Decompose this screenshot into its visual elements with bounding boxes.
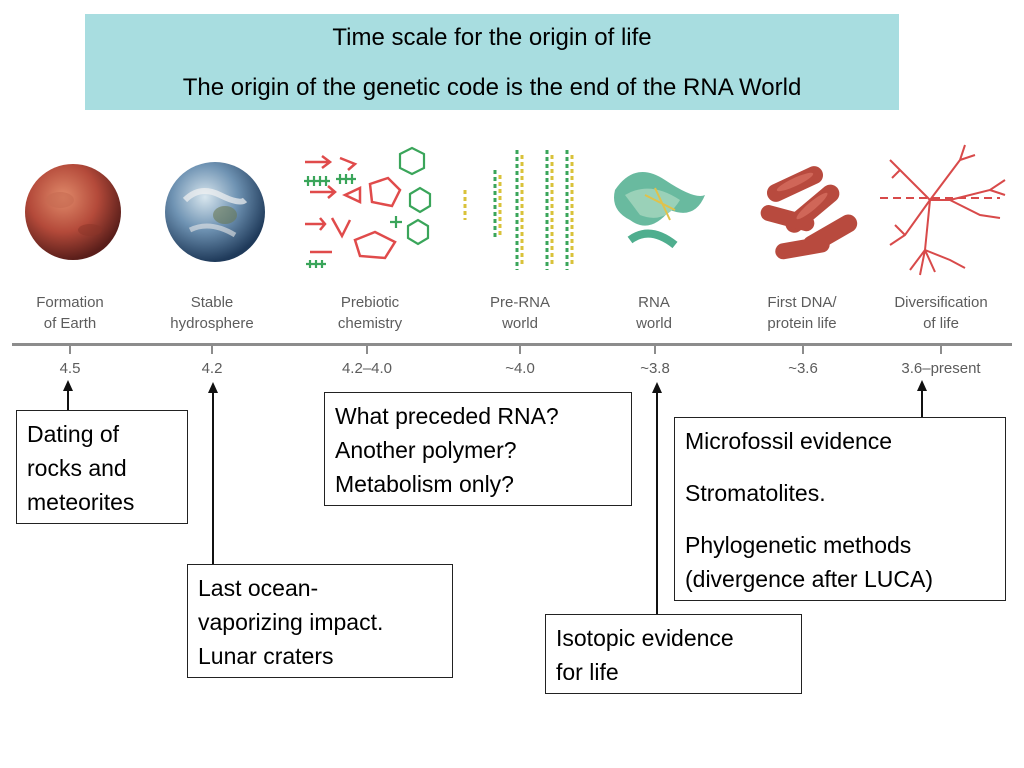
note-preceded: What preceded RNA? Another polymer? Meta… bbox=[324, 392, 632, 506]
title-banner: Time scale for the origin of life The or… bbox=[85, 14, 899, 110]
age-label: ~3.6 bbox=[788, 360, 818, 377]
rna-ribbon-icon bbox=[595, 140, 725, 280]
phylogenetic-tree-icon bbox=[880, 140, 1010, 280]
age-label: 4.2 bbox=[201, 360, 223, 377]
timeline-tick bbox=[211, 346, 213, 354]
connector-line bbox=[921, 383, 923, 417]
timeline-tick bbox=[802, 346, 804, 354]
arrowhead-icon bbox=[652, 382, 662, 393]
timeline-tick bbox=[519, 346, 521, 354]
pre-rna-strands-icon bbox=[455, 140, 585, 280]
age-label: 3.6–present bbox=[901, 360, 981, 377]
arrowhead-icon bbox=[917, 380, 927, 391]
note-impact: Last ocean- vaporizing impact. Lunar cra… bbox=[187, 564, 453, 678]
timeline-tick bbox=[366, 346, 368, 354]
timeline-tick bbox=[69, 346, 71, 354]
arrowhead-icon bbox=[63, 380, 73, 391]
stage-label-dna-protein: First DNA/protein life bbox=[767, 294, 837, 332]
arrowhead-icon bbox=[208, 382, 218, 393]
timeline-axis bbox=[12, 343, 1012, 346]
timeline-tick bbox=[940, 346, 942, 354]
connector-line bbox=[656, 385, 658, 614]
age-label: ~3.8 bbox=[640, 360, 670, 377]
age-label: 4.5 bbox=[59, 360, 81, 377]
note-dating: Dating of rocks and meteorites bbox=[16, 410, 188, 524]
note-isotopic: Isotopic evidence for life bbox=[545, 614, 802, 694]
earth-blue-icon bbox=[150, 140, 280, 280]
prebiotic-molecules-icon bbox=[300, 140, 432, 280]
page-subtitle: The origin of the genetic code is the en… bbox=[182, 74, 802, 101]
bacteria-cells-icon bbox=[745, 140, 875, 280]
page-title: Time scale for the origin of life bbox=[332, 24, 652, 51]
earth-early-icon bbox=[5, 140, 135, 280]
note-microfossil: Microfossil evidence Stromatolites. Phyl… bbox=[674, 417, 1006, 601]
age-label: ~4.0 bbox=[505, 360, 535, 377]
connector-line bbox=[212, 385, 214, 565]
connector-line bbox=[67, 383, 69, 410]
age-label: 4.2–4.0 bbox=[341, 360, 393, 377]
timeline-tick bbox=[654, 346, 656, 354]
